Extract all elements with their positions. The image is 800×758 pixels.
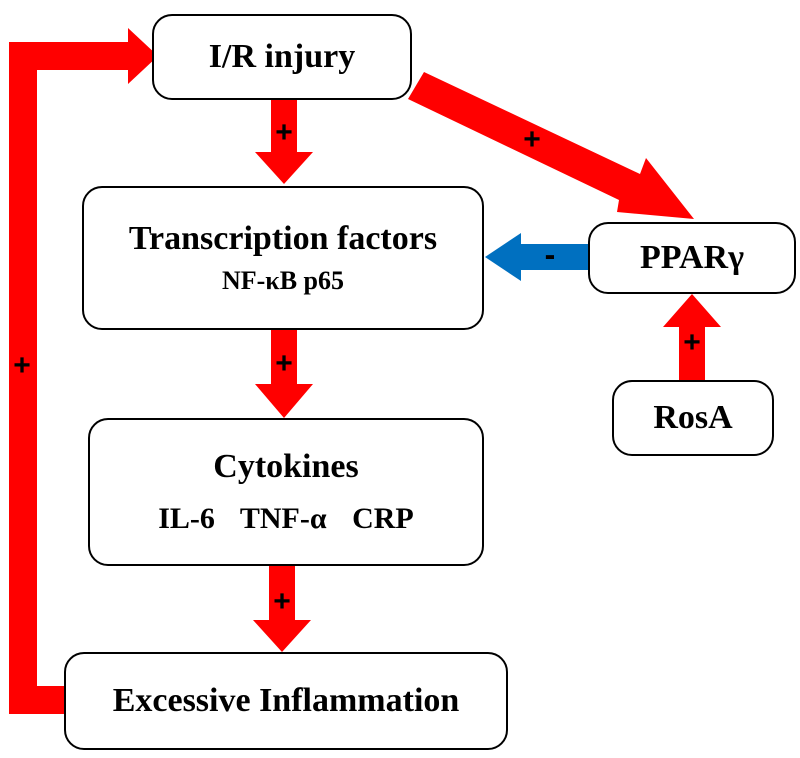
sign-ppar-to-tf: - [544, 236, 556, 273]
sign-cyto-to-infl: + [273, 585, 291, 618]
cytokines-title: Cytokines [213, 448, 359, 485]
node-ppar-gamma: PPARγ [588, 222, 796, 294]
arrow-ir-to-tf [255, 100, 313, 184]
arrow-ir-to-ppar [408, 72, 694, 219]
node-excessive-inflammation: Excessive Inflammation [64, 652, 508, 750]
cytokines-list: IL-6 TNF-α CRP [158, 502, 414, 535]
arrow-rosa-to-ppar [663, 294, 721, 382]
node-ir-injury: I/R injury [152, 14, 412, 100]
transcription-factors-title: Transcription factors [128, 220, 438, 257]
sign-tf-to-cyto: + [275, 347, 293, 380]
arrow-tf-to-cyto [255, 329, 313, 418]
ppar-gamma-label: PPARγ [639, 239, 745, 276]
arrow-ppar-to-tf [485, 233, 588, 281]
arrow-cyto-to-infl [253, 566, 311, 652]
node-transcription-factors: Transcription factors NF-κB p65 [82, 186, 484, 330]
node-rosa: RosA [612, 380, 774, 456]
sign-ir-to-tf: + [275, 116, 293, 149]
ir-injury-label: I/R injury [208, 38, 356, 75]
transcription-factors-subtitle: NF-κB p65 [221, 266, 345, 295]
node-cytokines: Cytokines IL-6 TNF-α CRP [88, 418, 484, 566]
feedback-arrow [9, 28, 158, 714]
rosa-label: RosA [653, 399, 733, 436]
excessive-inflammation-label: Excessive Inflammation [112, 682, 460, 719]
sign-feedback: + [13, 349, 31, 382]
sign-ir-to-ppar: + [523, 123, 541, 156]
sign-rosa-to-ppar: + [683, 326, 701, 359]
